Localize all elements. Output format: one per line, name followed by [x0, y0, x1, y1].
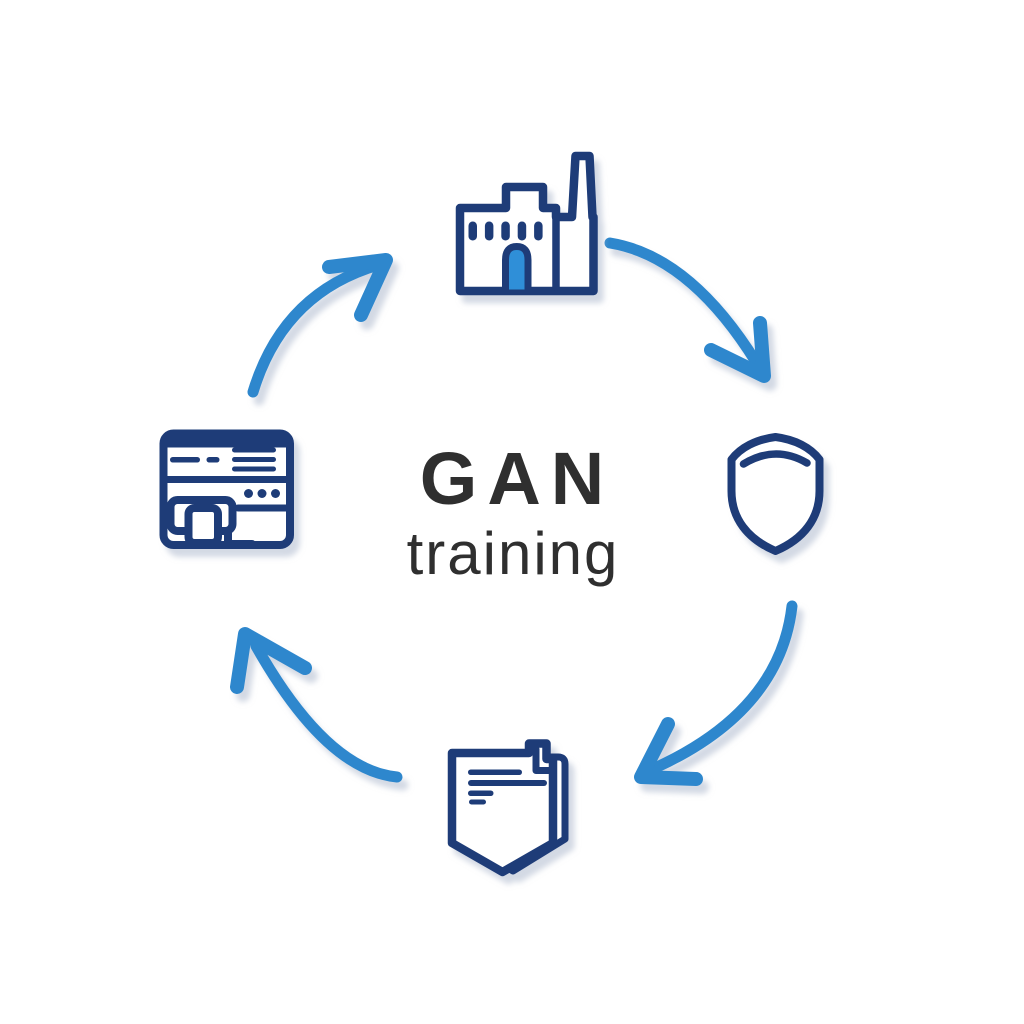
document-text-line	[469, 799, 486, 805]
arrow-head	[634, 717, 703, 786]
title-gan: GAN	[419, 437, 615, 520]
document-text-line	[468, 790, 494, 796]
factory-window	[517, 221, 527, 241]
arrow-shaft	[250, 640, 403, 783]
arrow-head	[322, 253, 393, 322]
server-dash	[206, 457, 220, 463]
factory-window	[484, 221, 494, 241]
cycle-arrow-bottom-to-left	[230, 627, 403, 783]
factory-door	[502, 243, 532, 290]
server-title-bar	[163, 433, 290, 448]
arrow-shaft	[604, 237, 762, 368]
cycle-arrow-left-to-top	[247, 253, 393, 398]
arrow-head	[230, 627, 312, 694]
title-training: training	[406, 519, 620, 587]
server-dot	[271, 489, 280, 498]
factory-window	[534, 221, 543, 241]
document-front-page	[447, 739, 558, 877]
shield-outline	[727, 433, 824, 555]
shield-icon	[727, 433, 824, 555]
cycle-arrow-top-to-right	[604, 237, 771, 383]
cycle-arrow-right-to-bottom	[634, 600, 798, 786]
server-sub-window	[184, 504, 222, 547]
server-dot	[257, 489, 267, 498]
diagram-title: GAN training	[0, 440, 1024, 584]
shield-inner-arc	[739, 450, 811, 468]
server-window-icon	[159, 429, 294, 549]
arrow-shaft	[649, 600, 798, 774]
server-panel-connector	[224, 527, 256, 548]
arrow-head	[704, 316, 771, 383]
factory-window	[501, 221, 510, 241]
document-text-line	[468, 769, 522, 775]
server-dash	[170, 457, 200, 463]
arrow-shaft	[247, 259, 384, 398]
server-text-bar	[232, 466, 276, 472]
factory-window	[468, 221, 477, 241]
documents-icon	[447, 739, 569, 877]
server-dot	[244, 489, 253, 498]
document-fold-mark	[532, 745, 556, 774]
server-text-bar	[232, 457, 276, 462]
factory-icon	[455, 151, 598, 296]
document-text-line	[468, 780, 547, 786]
server-text-bar	[232, 447, 276, 453]
